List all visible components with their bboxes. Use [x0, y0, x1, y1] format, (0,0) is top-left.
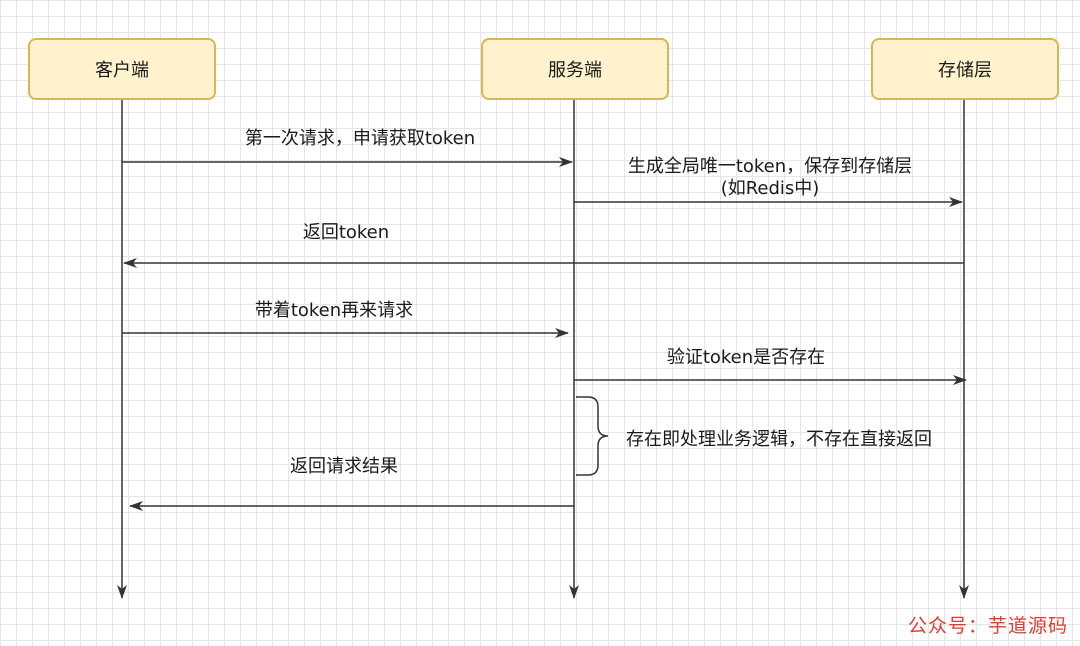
label-request-token: 第一次请求，申请获取token: [244, 128, 476, 149]
actor-client-label: 客户端: [95, 60, 149, 81]
actor-server: 服务端: [481, 38, 669, 100]
watermark: 公众号：芋道源码: [907, 615, 1068, 637]
label-store-token-line1: 生成全局唯一token，保存到存储层: [627, 156, 913, 177]
label-request-with-token: 带着token再来请求: [254, 300, 414, 321]
label-return-token: 返回token: [302, 222, 390, 243]
actor-storage-label: 存储层: [938, 60, 992, 81]
label-store-token-line2: (如Redis中): [720, 178, 820, 199]
label-verify-token: 验证token是否存在: [666, 347, 826, 368]
actor-server-label: 服务端: [548, 60, 602, 81]
actor-storage: 存储层: [871, 38, 1059, 100]
actor-client: 客户端: [28, 38, 216, 100]
curly-brace: [576, 396, 609, 476]
note-business-logic: 存在即处理业务逻辑，不存在直接返回: [626, 429, 932, 450]
label-store-token: 生成全局唯一token，保存到存储层 (如Redis中): [574, 156, 966, 200]
label-return-result: 返回请求结果: [290, 456, 398, 477]
